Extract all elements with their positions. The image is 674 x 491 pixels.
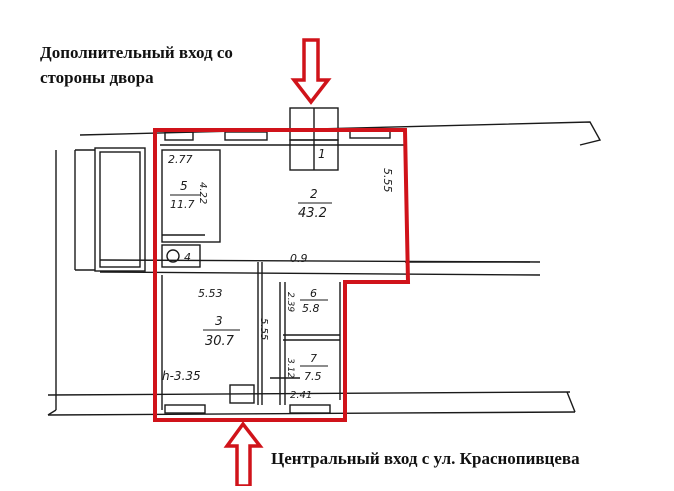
main-entrance-caption: Центральный вход с ул. Краснопивцева bbox=[271, 449, 580, 468]
room-7-number: 7 bbox=[310, 352, 317, 365]
room-2-area: 43.2 bbox=[298, 206, 327, 221]
dimension-right-wall: 5.55 bbox=[381, 168, 394, 193]
room-4-number: 4 bbox=[184, 251, 191, 264]
dimension-room7-height: 3.12 bbox=[285, 358, 295, 378]
side-entrance-arrow bbox=[290, 38, 332, 105]
dimension-corridor: 0.9 bbox=[290, 252, 308, 265]
room-2-number: 2 bbox=[310, 187, 318, 201]
room-6-number: 6 bbox=[310, 287, 317, 300]
dimension-room5-height: 4.22 bbox=[197, 182, 208, 204]
room-5-number: 5 bbox=[180, 179, 188, 193]
room-6-area: 5.8 bbox=[302, 302, 320, 315]
premises-outline bbox=[153, 128, 411, 422]
room-3-number: 3 bbox=[215, 314, 223, 328]
room-5-area: 11.7 bbox=[170, 198, 195, 211]
side-entrance-caption: Дополнительный вход со стороны двора bbox=[40, 43, 233, 87]
dimension-room7-width: 2.41 bbox=[290, 390, 312, 401]
dimension-room6-width: 2.39 bbox=[285, 292, 295, 312]
dimension-room3-depth: 5.55 bbox=[258, 318, 269, 340]
room-3-area: 30.7 bbox=[205, 334, 235, 349]
room-1-number: 1 bbox=[318, 147, 326, 161]
dimension-top-left: 2.77 bbox=[168, 153, 193, 166]
dimension-room3-width: 5.53 bbox=[198, 287, 223, 300]
ceiling-height: h-3.35 bbox=[162, 369, 201, 383]
room-7-area: 7.5 bbox=[304, 370, 322, 383]
main-entrance-arrow bbox=[223, 421, 264, 488]
